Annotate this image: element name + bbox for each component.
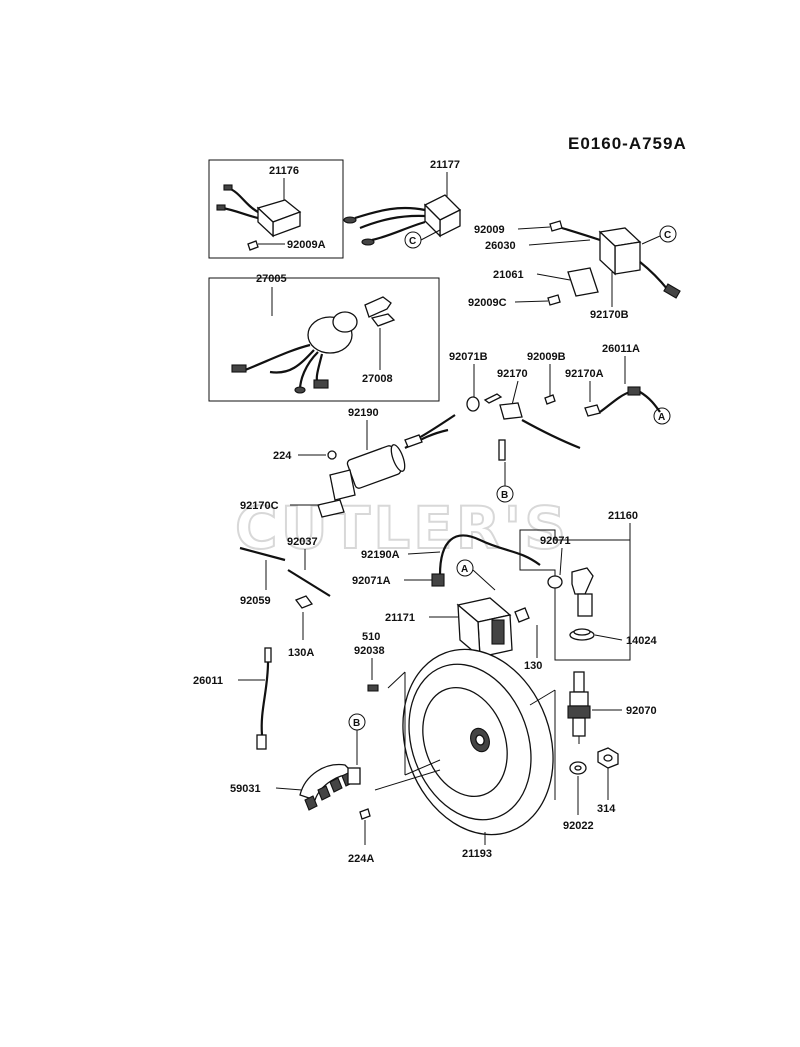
label-92022: 92022 bbox=[563, 820, 594, 832]
label-21171: 21171 bbox=[385, 612, 415, 624]
box-27005 bbox=[208, 277, 440, 402]
label-92009: 92009 bbox=[474, 224, 505, 236]
label-92009A: 92009A bbox=[287, 239, 326, 251]
label-21177: 21177 bbox=[430, 159, 460, 171]
spark-plug-92070 bbox=[567, 671, 591, 744]
label-26030: 26030 bbox=[485, 240, 516, 252]
lead-wire-26011 bbox=[256, 647, 272, 750]
ignition-switch-27005 bbox=[231, 296, 396, 394]
label-21160: 21160 bbox=[608, 510, 638, 522]
label-92170B: 92170B bbox=[590, 309, 629, 321]
callout-c-text: C bbox=[409, 236, 416, 247]
label-92170C: 92170C bbox=[240, 500, 279, 512]
label-510: 510 bbox=[362, 631, 380, 643]
label-92059: 92059 bbox=[240, 595, 271, 607]
callout-c-text-2: C bbox=[664, 230, 671, 241]
label-26011: 26011 bbox=[193, 675, 223, 687]
label-26011A: 26011A bbox=[602, 343, 640, 355]
screw-130A bbox=[294, 595, 314, 609]
label-92170A: 92170A bbox=[565, 368, 604, 380]
label-92071B: 92071B bbox=[449, 351, 488, 363]
cdi-unit-21176 bbox=[216, 184, 302, 251]
callout-a-text-2: A bbox=[461, 564, 468, 575]
callout-b-text: B bbox=[501, 490, 508, 501]
ignition-coil-21171 bbox=[456, 597, 530, 659]
label-130A: 130A bbox=[288, 647, 314, 659]
plug-cap-21160 bbox=[547, 567, 595, 641]
watermark-text: CUTLER'S bbox=[235, 494, 569, 562]
label-21061: 21061 bbox=[493, 269, 524, 281]
label-224: 224 bbox=[273, 450, 292, 462]
callout-a-text: A bbox=[658, 412, 665, 423]
hv-lead-92190A bbox=[438, 534, 541, 576]
label-92071A: 92071A bbox=[352, 575, 391, 587]
label-224A: 224A bbox=[348, 853, 374, 865]
callout-a-marker bbox=[653, 407, 671, 425]
capacitor-92190 bbox=[346, 428, 449, 489]
label-92009C: 92009C bbox=[468, 297, 507, 309]
flywheel-21193 bbox=[402, 648, 554, 836]
label-92009B: 92009B bbox=[527, 351, 566, 363]
bracket-21160 bbox=[519, 523, 631, 661]
rod-92059 bbox=[239, 546, 286, 562]
label-92190A: 92190A bbox=[361, 549, 400, 561]
label-314: 314 bbox=[597, 803, 616, 815]
label-92070: 92070 bbox=[626, 705, 657, 717]
label-14024: 14024 bbox=[626, 635, 657, 647]
label-27005: 27005 bbox=[256, 273, 287, 285]
label-92038: 92038 bbox=[354, 645, 385, 657]
label-59031: 59031 bbox=[230, 783, 261, 795]
label-21193: 21193 bbox=[462, 848, 492, 860]
label-92037: 92037 bbox=[287, 536, 318, 548]
label-130: 130 bbox=[524, 660, 542, 672]
coil-assembly-21061 bbox=[547, 220, 681, 306]
label-92170: 92170 bbox=[497, 368, 528, 380]
wire-92037 bbox=[287, 569, 331, 597]
label-21176: 21176 bbox=[269, 165, 299, 177]
box-21176 bbox=[208, 159, 344, 259]
label-27008: 27008 bbox=[362, 373, 393, 385]
callout-a-marker-2 bbox=[456, 559, 474, 577]
key-92038 bbox=[367, 684, 379, 692]
cdi-unit-21177 bbox=[343, 194, 462, 246]
stator-59031 bbox=[299, 763, 371, 820]
callout-b-text-2: B bbox=[353, 718, 360, 729]
wire-harness-92071B bbox=[414, 386, 661, 461]
label-92071: 92071 bbox=[540, 535, 571, 547]
bracket-92170C bbox=[317, 469, 356, 518]
label-92190: 92190 bbox=[348, 407, 379, 419]
callout-c-marker-2 bbox=[659, 225, 677, 243]
diagram-code: E0160-A759A bbox=[568, 134, 687, 153]
